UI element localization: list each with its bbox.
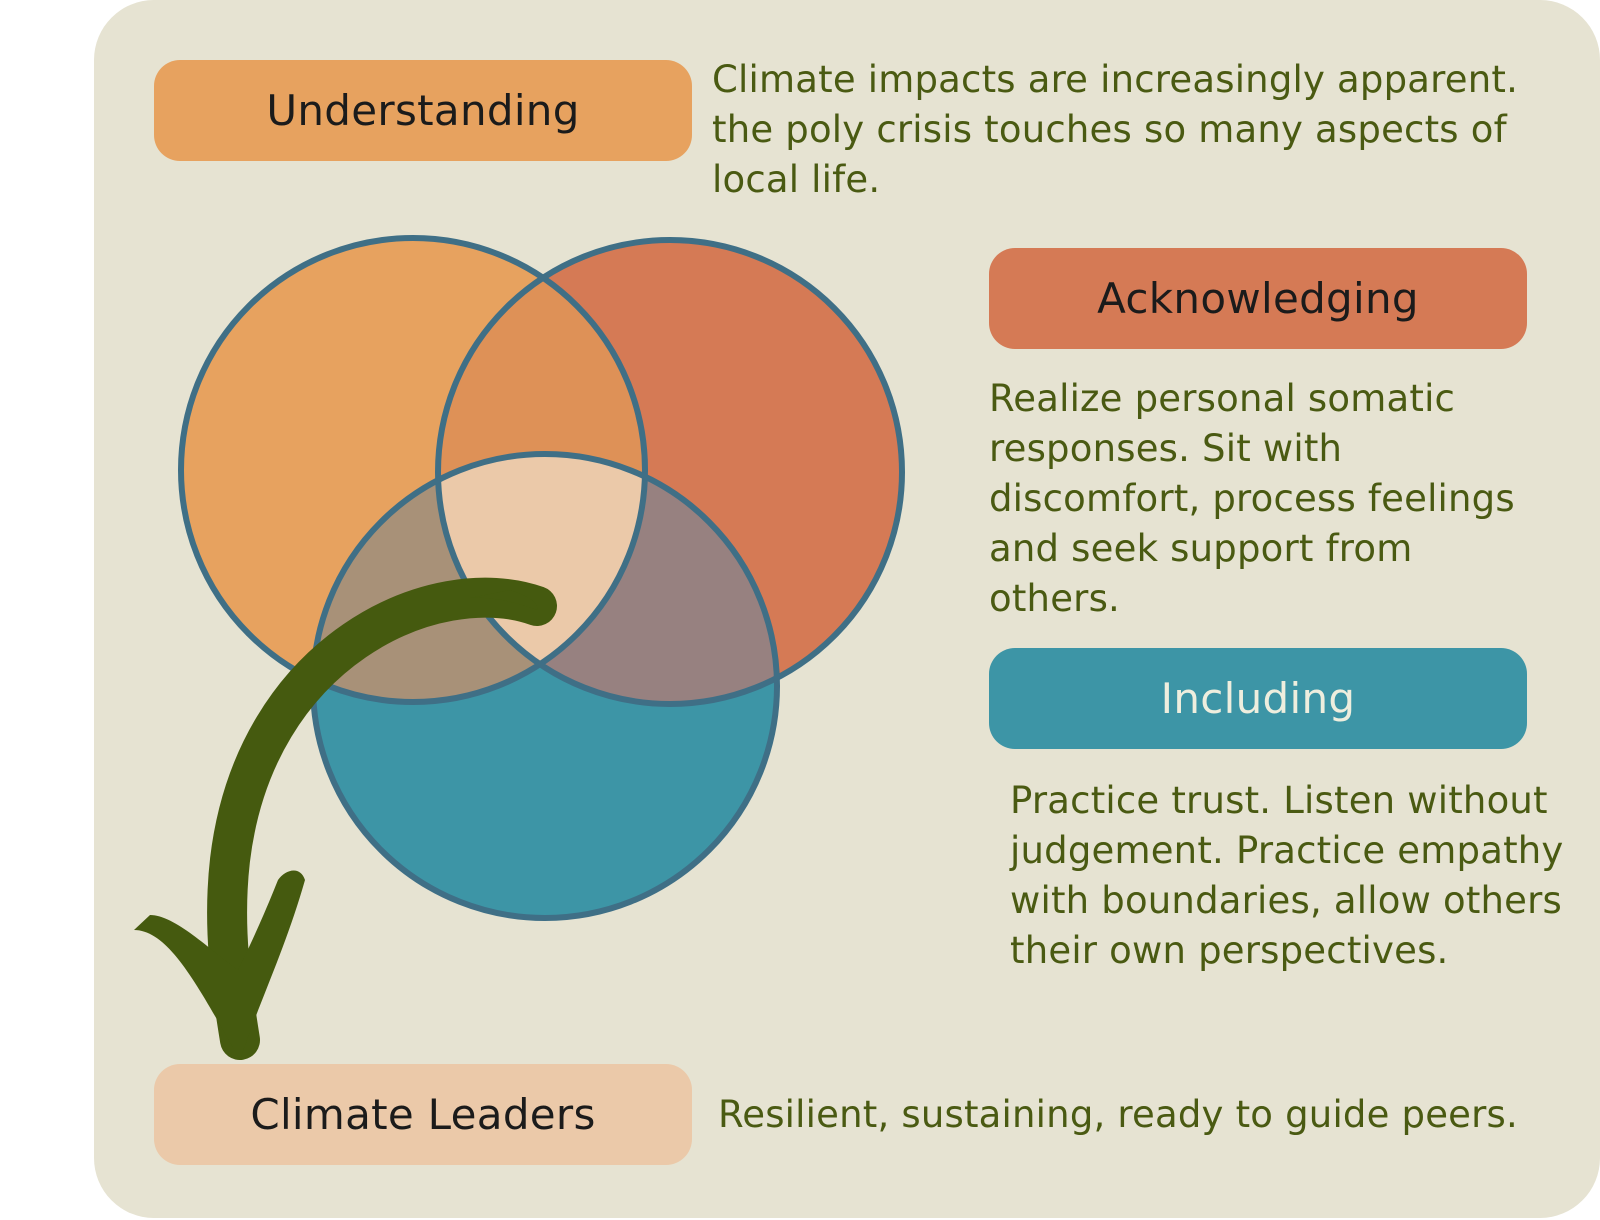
climate-leaders-description: Resilient, sustaining, ready to guide pe… [718, 1093, 1519, 1136]
acknowledging-label-text: Acknowledging [1097, 274, 1419, 323]
acknowledging-description: Realize personal somatic responses. Sit … [989, 377, 1515, 620]
curved-arrow-icon [134, 577, 557, 1060]
acknowledging-outline [435, 237, 905, 707]
understanding-label-text: Understanding [266, 86, 580, 135]
including-label-text: Including [1160, 674, 1356, 723]
understanding-description: Climate impacts are increasingly apparen… [712, 58, 1519, 201]
acknowledging-label: Acknowledging [989, 248, 1527, 349]
climate-leaders-label: Climate Leaders [154, 1064, 692, 1165]
including-label: Including [989, 648, 1527, 749]
understanding-outline [178, 235, 648, 705]
climate-leaders-label-text: Climate Leaders [250, 1090, 596, 1139]
including-description: Practice trust. Listen without judgement… [1010, 779, 1564, 972]
understanding-label: Understanding [154, 60, 692, 161]
